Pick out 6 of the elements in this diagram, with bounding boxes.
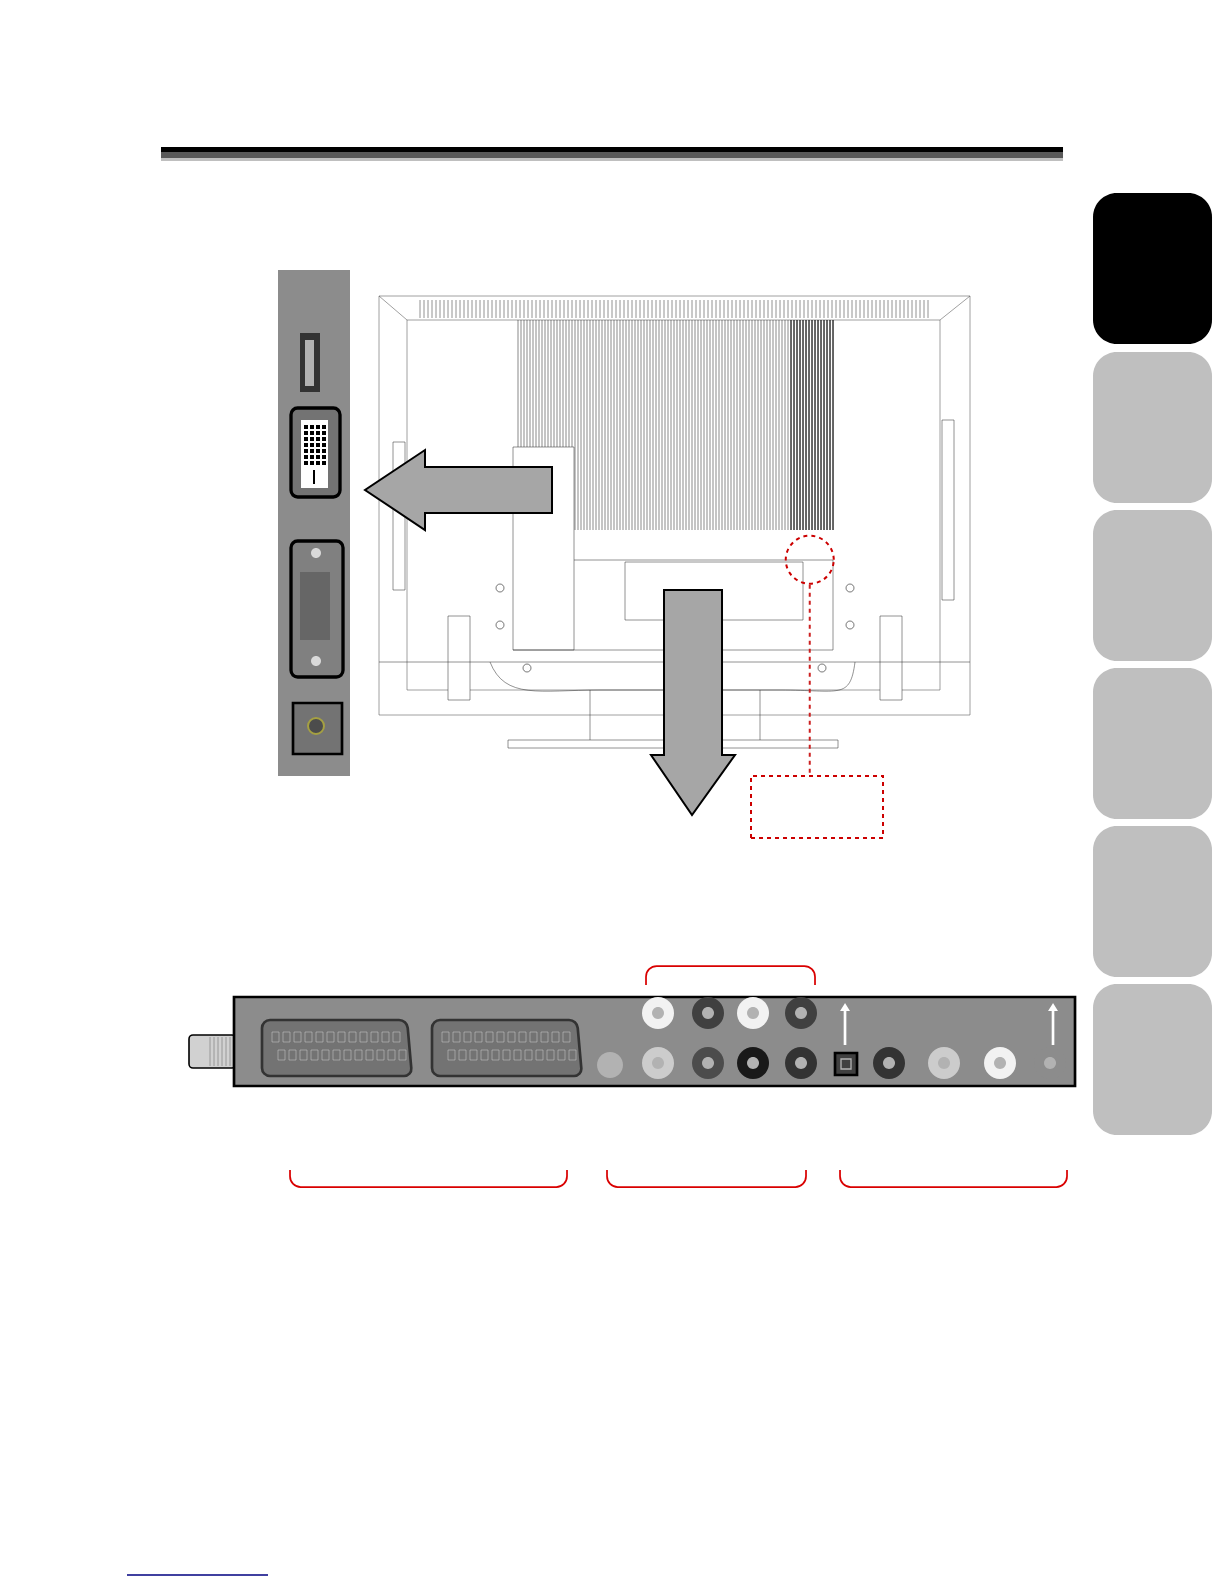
dashed-box [750,775,884,839]
leader-line [808,583,811,776]
connector-panel-drawing [278,270,350,776]
connector-strip-drawing [188,995,1077,1088]
dashed-circle [784,534,835,585]
tv-rear-drawing [378,295,971,749]
